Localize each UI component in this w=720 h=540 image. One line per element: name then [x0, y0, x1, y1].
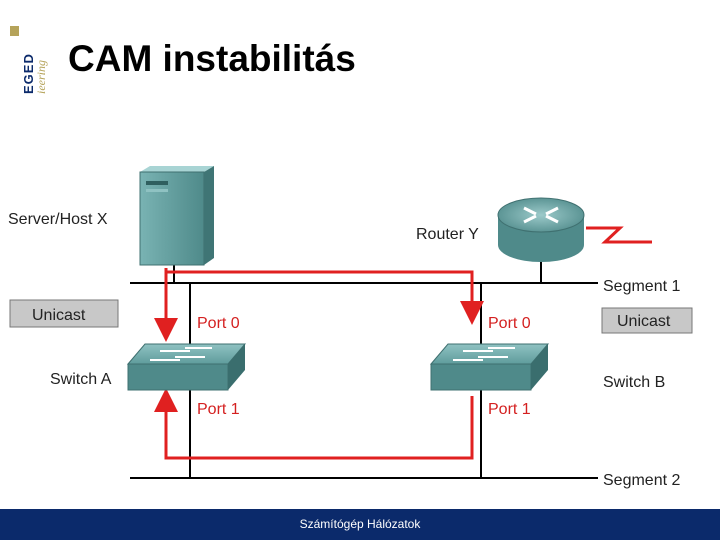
unicast-flow-top — [164, 268, 484, 325]
unicast-box-left — [9, 299, 119, 328]
footer-bar: Számítógép Hálózatok — [0, 509, 720, 540]
switch-b-icon — [429, 343, 550, 391]
unicast-flow-bottom — [154, 388, 474, 460]
unicast-right-label: Unicast — [617, 313, 671, 330]
segment-2-label: Segment 2 — [603, 472, 680, 489]
switch-b-port1-label: Port 1 — [488, 401, 531, 418]
router-icon — [497, 197, 585, 262]
footer-text: Számítógép Hálózatok — [299, 517, 421, 531]
switch-a-icon — [126, 343, 247, 391]
router-label: Router Y — [416, 226, 479, 243]
switch-b-port0-label: Port 0 — [488, 315, 531, 332]
segment-1-label: Segment 1 — [603, 278, 680, 295]
switch-a-port1-label: Port 1 — [197, 401, 240, 418]
unicast-left-label: Unicast — [32, 307, 86, 324]
wan-link-icon — [586, 226, 652, 244]
switch-a-label: Switch A — [50, 371, 112, 388]
logo-square — [10, 26, 19, 36]
slide-title: CAM instabilitás — [68, 38, 356, 79]
switch-a-port0-label: Port 0 — [197, 315, 240, 332]
unicast-box-right — [601, 307, 693, 334]
server-icon — [139, 166, 214, 266]
switch-b-label: Switch B — [603, 374, 665, 391]
server-label: Server/Host X — [8, 211, 108, 228]
